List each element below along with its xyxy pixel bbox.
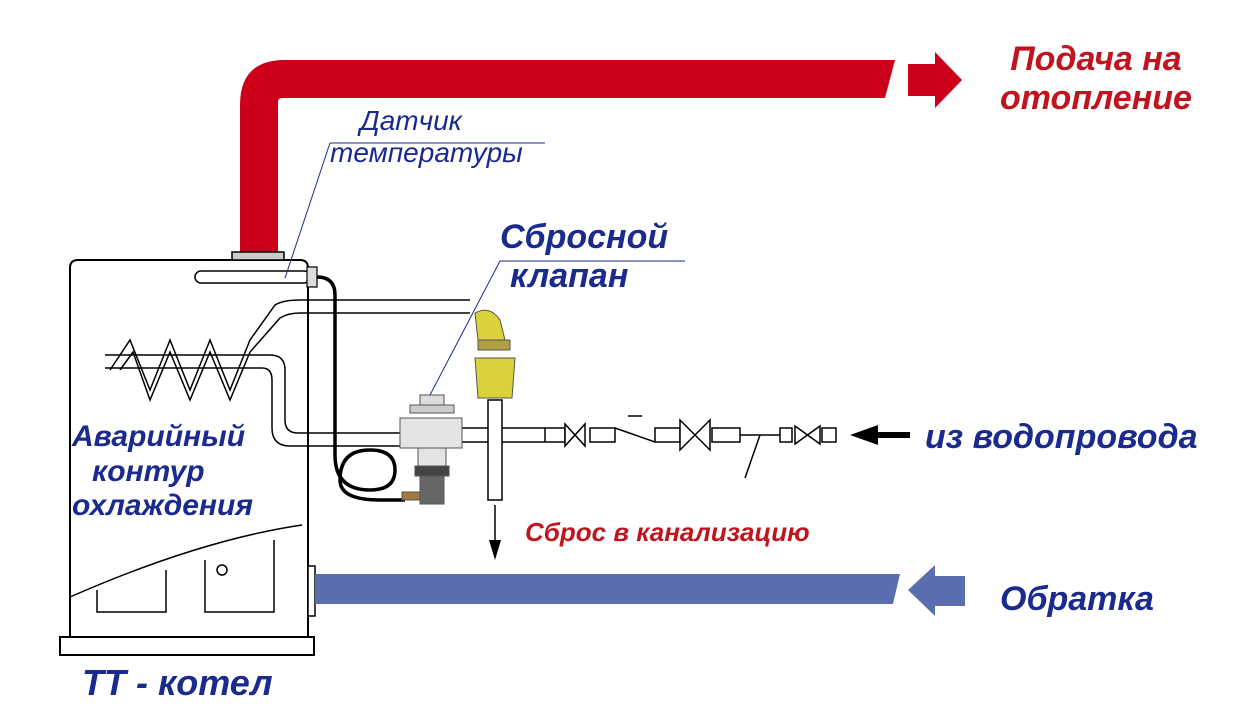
emergency-label-line1: Аварийный <box>72 420 246 453</box>
supply-pipe <box>240 60 895 255</box>
supply-label-line1: Подача на <box>1010 40 1182 78</box>
return-pipe <box>315 574 900 604</box>
boiler-flange <box>231 251 285 261</box>
supply-arrow <box>908 52 962 108</box>
sensor-label: Датчик температуры <box>330 105 523 169</box>
ash-door <box>96 570 167 613</box>
sensor-label-line1: Датчик <box>360 105 462 136</box>
relief-valve-label: Сбросной клапан <box>500 218 668 296</box>
cooling-coil <box>105 299 470 447</box>
supply-label: Подача на отопление <box>1000 40 1192 118</box>
emergency-circuit-label: Аварийный контур охлаждения <box>72 420 253 524</box>
emergency-label-line2: контур <box>92 454 205 488</box>
drain-pipe <box>487 399 503 501</box>
boiler-base <box>59 636 315 656</box>
drain-arrow-head <box>489 540 501 560</box>
boiler-panel-line <box>69 524 303 598</box>
drain-label: Сброс в канализацию <box>525 517 810 547</box>
supply-label-line2: отопление <box>1000 79 1192 118</box>
water-main-label: из водопровода <box>925 418 1198 456</box>
leader-lines <box>284 142 685 396</box>
water-inlet-arrow <box>850 425 910 445</box>
fire-door <box>204 540 275 613</box>
thermal-relief-valve <box>399 394 463 505</box>
water-supply-line <box>460 415 837 479</box>
boiler-label: ТТ - котел <box>82 662 273 703</box>
relief-label-line1: Сбросной <box>500 218 669 256</box>
relief-label-line2: клапан <box>510 257 629 296</box>
boiler-body <box>69 259 309 640</box>
return-label: Обратка <box>1000 580 1154 618</box>
emergency-label-line3: охлаждения <box>72 489 254 522</box>
return-arrow <box>908 565 965 616</box>
sensor-probe <box>194 270 311 284</box>
capillary-tube <box>316 275 405 502</box>
sensor-label-line2: температуры <box>330 137 523 169</box>
drain-valve <box>474 309 516 399</box>
sensor-nut <box>306 266 318 288</box>
door-peephole <box>216 564 228 576</box>
return-flange <box>307 565 316 617</box>
